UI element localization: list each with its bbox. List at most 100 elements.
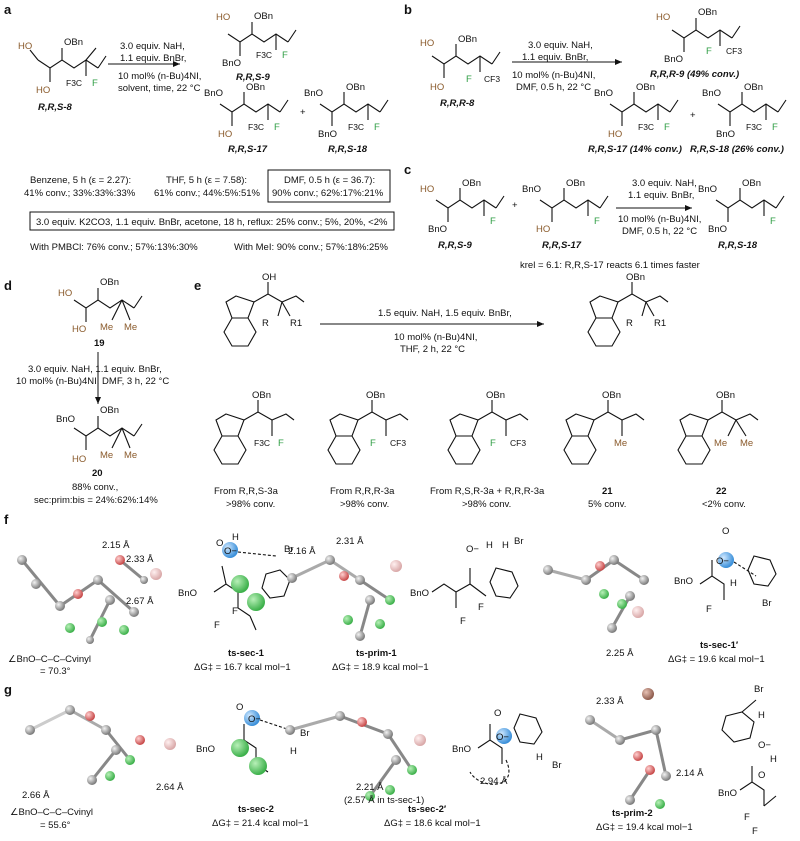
e-item-2: OBn F CF3 [327,390,409,465]
label-17-c: R,R,S-17 [542,240,582,251]
pmbcl-text: With PMBCl: 76% conv.; 57%:13%:30% [30,242,198,253]
model-ts-sec-1 [17,555,162,644]
cond-a-3: solvent, time, 22 °C [118,83,201,94]
panel-label-c: c [404,162,411,177]
atom-br-f2: Br [514,536,524,547]
atom-me-e5b: Me [740,438,753,449]
g3-d1: 2.14 Å [676,768,704,779]
res-d-1: sec:prim:bis = 24%:62%:14% [34,495,158,506]
atom-bno-g2: BnO [452,744,471,755]
e-item-3-conv: >98% conv. [462,499,511,510]
label-19: 19 [94,338,105,349]
atom-obn-e5: OBn [716,390,735,401]
panel-label-g: g [4,682,12,697]
atom-f-f1a: F [232,606,238,617]
atom-r-e: R [262,318,269,329]
atom-ho-9: HO [216,12,230,23]
structure-8-rrr: HO OBn HO F CF3 [420,34,501,93]
structure-20: BnO OBn HO Me Me [56,405,143,465]
structure-18-c: BnO OBn BnO F [698,178,785,235]
result-dmf-val: 90% conv.; 62%:17%:21% [272,188,384,199]
scheme-ts-prim-2: Br H O− H O BnO F F [718,684,777,837]
atom-h-f2b: H [502,540,509,551]
g3-d0: 2.33 Å [596,696,624,707]
model-ts-sec-2p [285,711,426,801]
g2-d2: 2.94 Å [480,776,508,787]
atom-obn-18: OBn [346,82,365,93]
atom-f: F [92,78,98,89]
cond-b-3: DMF, 0.5 h, 22 °C [516,82,591,93]
cond-b-0: 3.0 equiv. NaH, [528,40,593,51]
label-20: 20 [92,468,103,479]
label-18-b: R,R,S-18 (26% conv.) [690,144,784,155]
atom-br-g3: Br [754,684,764,695]
res-d-0: 88% conv., [72,482,118,493]
e-item-3-label: From R,S,R-3a + R,R,R-3a [430,486,545,497]
plus-b: + [690,110,696,121]
g2-d0: 2.21 Å [356,782,384,793]
cond-c-0: 3.0 equiv. NaH, [632,178,697,189]
atom-ho-9r: HO [656,12,670,23]
e-item-3: OBn F CF3 [447,390,529,465]
e-item-4: OBn Me [563,390,645,465]
atom-f3c-9: F3C [256,50,272,60]
result-thf: THF, 5 h (ε = 7.58): [166,175,247,186]
atom-f-f1b: F [214,620,220,631]
atom-br-f3: Br [762,598,772,609]
cond-a-0: 3.0 equiv. NaH, [120,41,185,52]
plus-a: + [300,107,306,118]
atom-me-20a: Me [100,450,113,461]
atom-obn-9c: OBn [462,178,481,189]
atom-bno-9c: BnO [428,224,447,235]
scheme-ts-sec-2p: BnO O O− H Br [452,708,562,785]
cond-e-2: THF, 2 h, 22 °C [400,344,465,355]
atom-f3c: F3C [66,78,82,88]
structure-9-rrr: HO OBn BnO F CF3 [656,7,742,65]
atom-h-f3: H [730,578,737,589]
atom-cf3-8r: CF3 [484,74,500,84]
e-item-5: OBn Me Me [677,390,759,465]
model-ts-sec-1p [543,555,649,633]
atom-ho-17b: HO [608,129,622,140]
atom-ominus-f1: O− [224,546,237,557]
atom-bno-9: BnO [222,58,241,69]
label-18-c: R,R,S-18 [718,240,758,251]
label-8-rrs: R,R,S-8 [38,102,73,113]
f1-dg: ΔG‡ = 16.7 kcal mol−1 [194,662,291,673]
atom-obn-e4: OBn [602,390,621,401]
atom-f-e2: F [370,438,376,449]
atom-bno-f1: BnO [178,588,197,599]
mei-text: With MeI: 90% conv.; 57%:18%:25% [234,242,389,253]
structure-17-rrs: BnO OBn HO F3C F [204,82,289,140]
atom-ho-2: HO [36,85,50,96]
structure-18-b: BnO OBn BnO F3C F [702,82,787,140]
result-thf-val: 61% conv.; 44%:5%:51% [154,188,261,199]
panel-label-b: b [404,2,412,17]
result-dmf: DMF, 0.5 h (ε = 36.7): [284,175,375,186]
structure-9-rrs: HO OBn BnO F3C F [216,11,297,69]
atom-obn-e1: OBn [252,390,271,401]
label-9-rrr: R,R,R-9 (49% conv.) [650,69,739,80]
atom-ominus-g2: O− [496,732,509,743]
atom-bno-g1: BnO [196,744,215,755]
atom-f3c-17b: F3C [638,122,654,132]
atom-f-17: F [274,122,280,133]
f3-name: ts-sec-1′ [700,640,739,651]
g1-d1: 2.64 Å [156,782,184,793]
atom-ho: HO [18,41,32,52]
atom-obn-18bb: OBn [744,82,763,93]
atom-h-f2a: H [486,540,493,551]
e-item-5-label: 22 [716,486,727,497]
atom-obn: OBn [64,37,83,48]
atom-obn-8r: OBn [458,34,477,45]
atom-me-19a: Me [100,322,113,333]
label-9-c: R,R,S-9 [438,240,473,251]
atom-f-9: F [282,50,288,61]
f2-dg: ΔG‡ = 18.9 kcal mol−1 [332,662,429,673]
atom-bno-18c: BnO [716,129,735,140]
atom-f-9r: F [706,46,712,57]
atom-bno-17: BnO [204,88,223,99]
label-17-b: R,R,S-17 (14% conv.) [588,144,682,155]
e-item-2-label: From R,R,R-3a [330,486,395,497]
atom-o-g2: O [494,708,501,719]
